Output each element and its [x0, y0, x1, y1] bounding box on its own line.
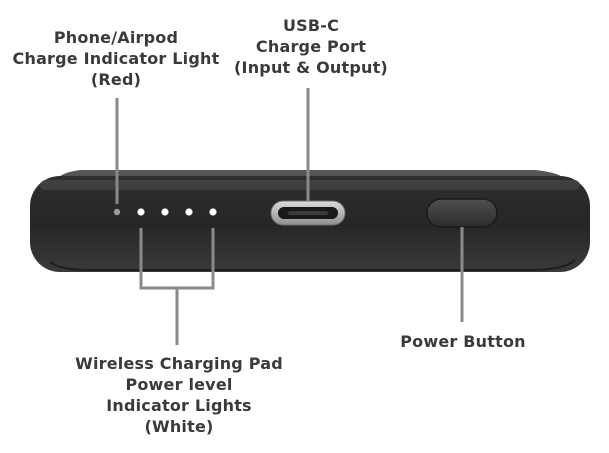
usb-c-callout: USB-C Charge Port (Input & Output) — [226, 15, 396, 78]
callout-line: Phone/Airpod — [53, 28, 179, 47]
power-button — [426, 198, 498, 228]
callout-line: Indicator Lights — [106, 396, 252, 415]
red-indicator-light — [113, 208, 121, 216]
power-button-callout: Power Button — [388, 331, 538, 352]
device-highlight — [40, 180, 580, 190]
wireless-pad-callout: Wireless Charging Pad Power level Indica… — [56, 353, 302, 437]
callout-line: (Red) — [90, 70, 142, 89]
callout-line: Power level — [125, 375, 233, 394]
callout-line: (White) — [144, 417, 214, 436]
callout-line: Wireless Charging Pad — [75, 354, 283, 373]
callout-line: (Input & Output) — [234, 58, 388, 77]
usb-c-port — [270, 200, 346, 226]
white-indicator-light-2 — [161, 208, 169, 216]
callout-line: Charge Indicator Light — [12, 49, 220, 68]
white-indicator-light-4 — [209, 208, 217, 216]
callout-line: Charge Port — [255, 37, 367, 56]
device-bottom-seam — [49, 259, 576, 271]
white-indicator-light-1 — [137, 208, 145, 216]
indicator-light-callout: Phone/Airpod Charge Indicator Light (Red… — [0, 27, 232, 90]
callout-line: USB-C — [282, 16, 340, 35]
callout-line: Power Button — [400, 332, 526, 351]
white-indicator-light-3 — [185, 208, 193, 216]
leader-lines — [115, 88, 464, 345]
